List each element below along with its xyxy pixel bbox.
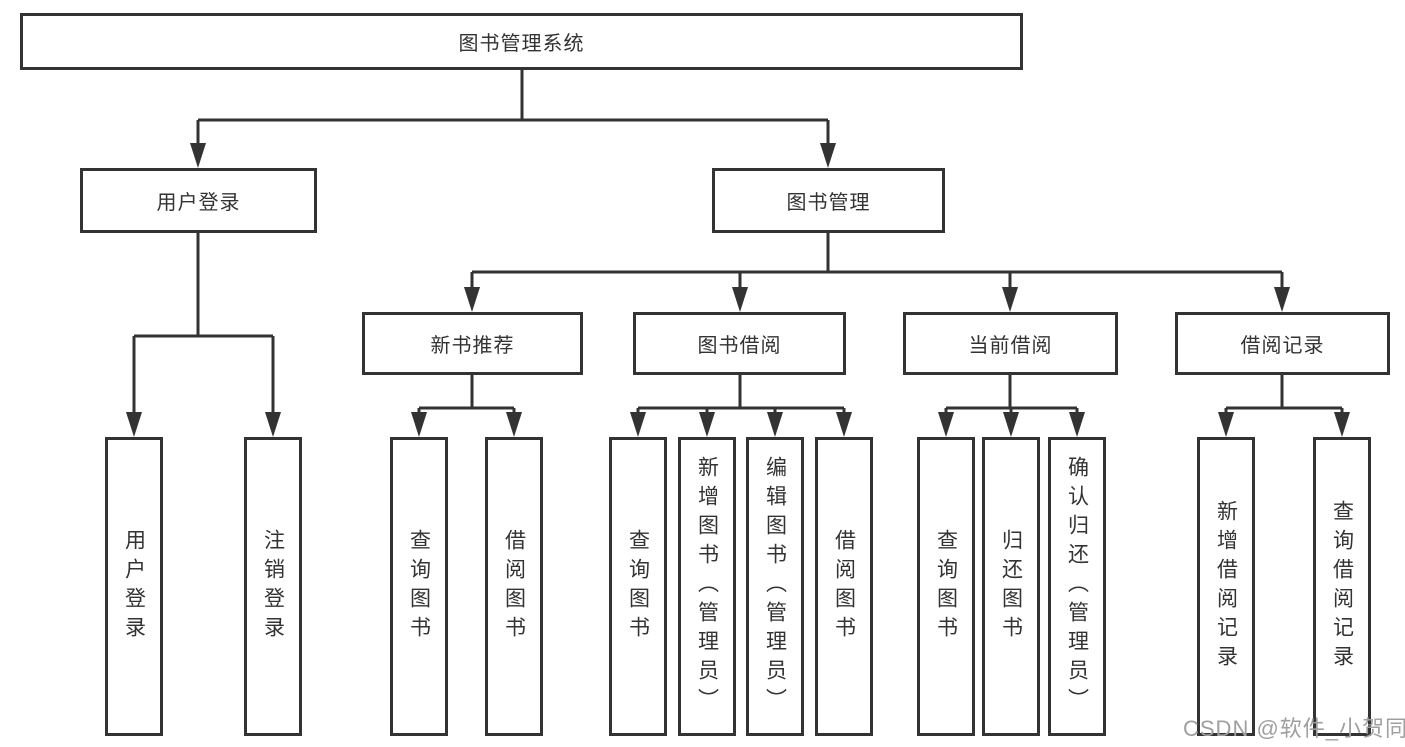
leaf-edit-books-admin: 编辑图书（管理员） <box>746 437 804 736</box>
node-label: 注销登录 <box>261 528 285 645</box>
arrowhead <box>1002 287 1018 312</box>
node-label: 新增图书（管理员） <box>695 456 719 717</box>
node-label: 确认归还（管理员） <box>1065 456 1089 717</box>
node-book-management-module: 图书管理 <box>712 168 945 233</box>
node-label: 图书借阅 <box>697 335 782 357</box>
node-label: 新书推荐 <box>430 335 515 357</box>
node-book-borrowing: 图书借阅 <box>633 312 846 375</box>
arrowhead <box>1003 412 1019 437</box>
leaf-query-books-recommend: 查询图书 <box>390 437 448 736</box>
arrowhead <box>1274 287 1290 312</box>
arrowhead <box>1218 412 1234 437</box>
node-label: 查询图书 <box>407 528 431 645</box>
node-label: 用户登录 <box>156 192 241 214</box>
node-label: 查询图书 <box>934 528 958 645</box>
node-label: 编辑图书（管理员） <box>763 456 787 717</box>
leaf-add-borrow-record: 新增借阅记录 <box>1197 437 1255 736</box>
arrowhead <box>1069 412 1085 437</box>
leaf-confirm-return-admin: 确认归还（管理员） <box>1048 437 1106 736</box>
node-label: 图书管理系统 <box>458 33 585 55</box>
connector-root <box>196 70 830 145</box>
leaf-logout: 注销登录 <box>244 437 302 736</box>
node-label: 当前借阅 <box>968 335 1053 357</box>
arrowheads <box>126 143 1350 437</box>
node-library-management-system: 图书管理系统 <box>20 13 1023 70</box>
node-label: 借阅图书 <box>502 528 526 645</box>
node-label: 查询借阅记录 <box>1330 499 1354 674</box>
arrowhead <box>732 287 748 312</box>
leaf-query-borrow-record: 查询借阅记录 <box>1313 437 1371 736</box>
node-user-login-module: 用户登录 <box>80 168 317 233</box>
leaf-return-books: 归还图书 <box>982 437 1040 736</box>
node-label: 归还图书 <box>999 528 1023 645</box>
leaf-user-login: 用户登录 <box>105 437 163 736</box>
node-label: 图书管理 <box>786 192 871 214</box>
connector-book-borrow <box>636 375 846 414</box>
arrowhead <box>836 412 852 437</box>
arrowhead <box>1334 412 1350 437</box>
node-label: 用户登录 <box>122 528 146 645</box>
arrowhead <box>820 143 836 168</box>
arrowhead <box>411 412 427 437</box>
arrowhead <box>630 412 646 437</box>
node-label: 查询图书 <box>626 528 650 645</box>
leaf-borrow-books-recommend: 借阅图书 <box>485 437 543 736</box>
connector-new-book-rec <box>417 375 516 414</box>
node-label: 借阅图书 <box>832 528 856 645</box>
arrowhead <box>506 412 522 437</box>
arrowhead <box>265 412 281 437</box>
arrowhead <box>464 287 480 312</box>
connector-current-borrow <box>944 375 1079 414</box>
node-label: 新增借阅记录 <box>1214 499 1238 674</box>
node-new-book-recommendation: 新书推荐 <box>362 312 583 375</box>
arrowhead <box>190 143 206 168</box>
leaf-borrow-books: 借阅图书 <box>815 437 873 736</box>
leaf-add-books-admin: 新增图书（管理员） <box>678 437 736 736</box>
connector-lines <box>132 70 1344 414</box>
node-label: 借阅记录 <box>1240 335 1325 357</box>
arrowhead <box>767 412 783 437</box>
arrowhead <box>938 412 954 437</box>
node-borrowing-records: 借阅记录 <box>1175 312 1390 375</box>
connector-borrow-records <box>1224 375 1344 414</box>
connector-user-login <box>132 233 275 414</box>
arrowhead <box>126 412 142 437</box>
node-current-borrowing: 当前借阅 <box>903 312 1118 375</box>
csdn-watermark: CSDN @软件_小贺同学 <box>1183 716 1405 741</box>
arrowhead <box>699 412 715 437</box>
connector-book-mgmt <box>470 233 1284 289</box>
leaf-query-books-current: 查询图书 <box>917 437 975 736</box>
leaf-query-books-borrowing: 查询图书 <box>609 437 667 736</box>
